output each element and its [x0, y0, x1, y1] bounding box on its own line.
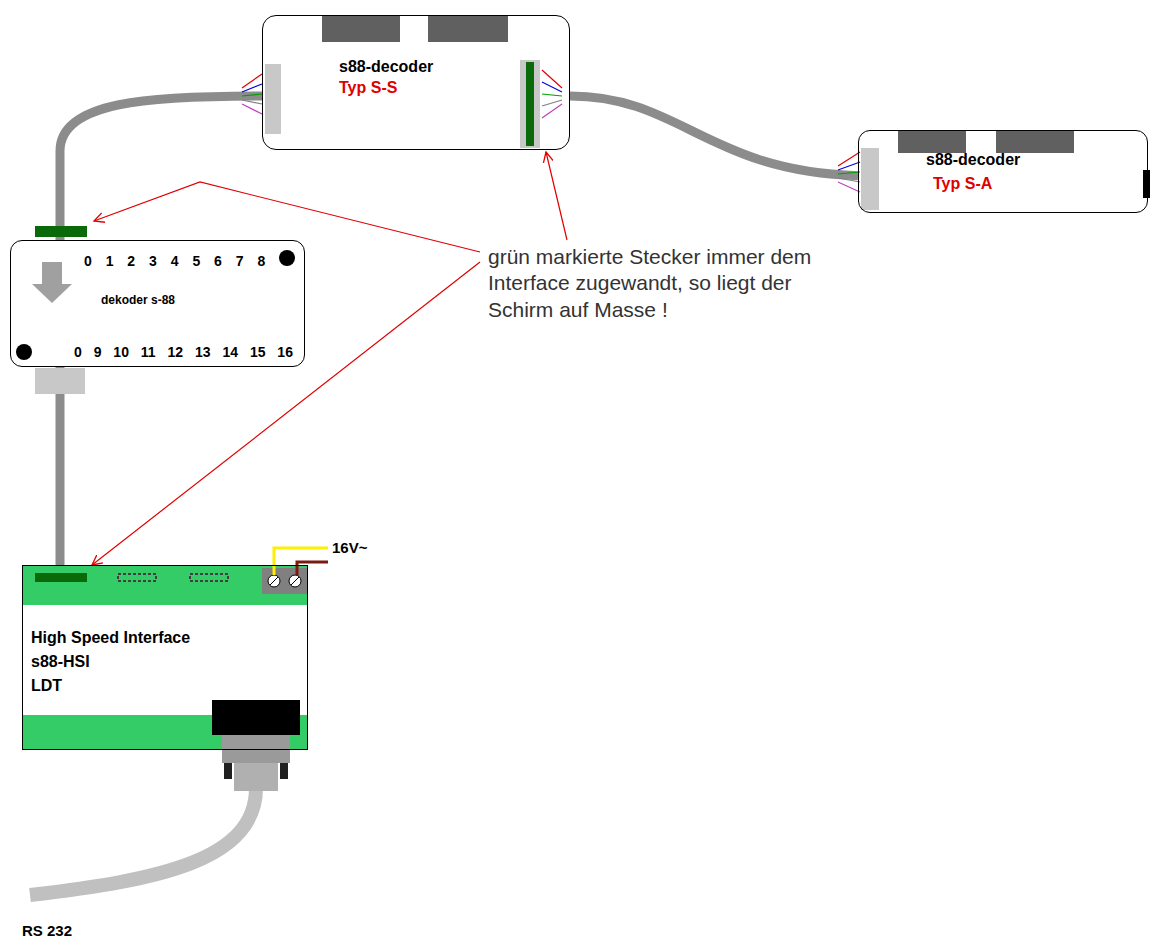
leader-line — [546, 152, 567, 240]
power-terminal — [262, 568, 307, 594]
bus-cable — [60, 96, 262, 240]
wire — [838, 162, 860, 170]
pin-header — [118, 574, 156, 581]
leader-line — [94, 182, 480, 252]
plug-screw — [224, 763, 232, 779]
box-text: High Speed Interface — [31, 629, 190, 647]
green-plug-mark — [35, 573, 87, 582]
plug-screw — [280, 763, 288, 779]
plug — [861, 148, 879, 210]
power-wire — [274, 548, 328, 575]
terminal-block — [322, 16, 400, 42]
decoder-box: s88-decoderTyp S-A — [858, 130, 1148, 213]
voltage-label: 16V~ — [332, 539, 367, 557]
screw-slot — [291, 577, 299, 585]
box-text: s88-decoder — [339, 58, 433, 76]
green-plug-mark — [526, 62, 534, 146]
terminal-block — [428, 16, 508, 42]
wire — [542, 94, 562, 96]
wire — [838, 182, 860, 192]
plug — [35, 368, 85, 394]
wire — [242, 104, 262, 114]
leader-line — [92, 262, 480, 565]
wire — [242, 94, 262, 96]
wire — [838, 152, 860, 166]
plug-edge — [1143, 170, 1150, 198]
pin-header — [190, 574, 228, 581]
mark-dot — [279, 250, 295, 266]
port-label: RS 232 — [22, 922, 72, 940]
interface-box: High Speed Interface s88-HSI LDT — [22, 565, 308, 750]
decoder-box: s88-decoderTyp S-S — [262, 15, 570, 150]
serial-cable — [30, 788, 256, 895]
wire — [542, 104, 562, 118]
screw — [289, 575, 301, 587]
serial-plug — [222, 735, 290, 763]
box-text: Typ S-A — [933, 175, 992, 193]
wire — [242, 100, 262, 104]
mark-dot — [16, 344, 32, 360]
serial-socket — [212, 700, 300, 735]
plug — [520, 60, 540, 148]
box-text: LDT — [31, 677, 62, 695]
bus-cable — [56, 367, 65, 565]
wire — [838, 178, 860, 182]
box-text: dekoder s-88 — [101, 294, 175, 308]
bus-cable — [570, 96, 858, 176]
wire — [242, 74, 262, 88]
terminal-block — [898, 131, 966, 153]
wire — [838, 172, 860, 174]
direction-arrow — [32, 284, 72, 303]
wire — [542, 70, 562, 88]
power-wire — [297, 562, 328, 575]
wire — [542, 100, 562, 106]
green-plug-mark — [35, 226, 87, 237]
screw-slot — [270, 577, 278, 585]
circuit-board — [22, 565, 308, 605]
box-text: 0 1 2 3 4 5 6 7 8 — [84, 253, 265, 269]
wire — [242, 84, 262, 92]
box-text: s88-decoder — [926, 151, 1020, 169]
terminal-block — [996, 131, 1074, 153]
screw — [268, 575, 280, 587]
box-text: Typ S-S — [339, 79, 397, 97]
decoder-box: 0 1 2 3 4 5 6 7 8 dekoder s-88 0 9 10 11 1… — [10, 240, 305, 367]
box-text: s88-HSI — [31, 653, 90, 671]
direction-arrow — [42, 262, 62, 284]
wire — [542, 82, 562, 92]
serial-plug — [234, 763, 278, 791]
box-text: 0 9 10 11 12 13 14 15 16 — [74, 344, 293, 360]
callout-note: grün markierte Stecker immer dem Interfa… — [488, 244, 838, 323]
plug — [265, 64, 281, 134]
